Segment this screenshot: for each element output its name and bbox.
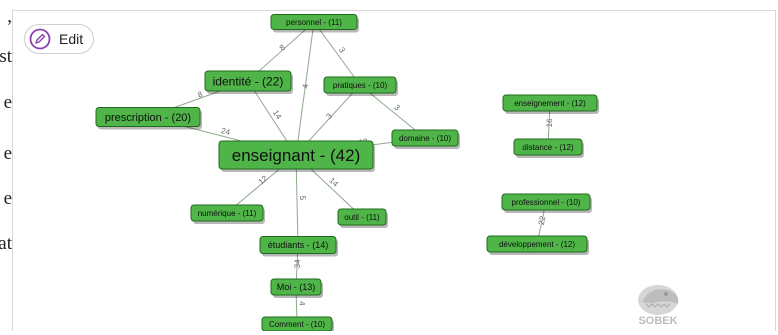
graph-frame <box>12 10 776 331</box>
node-label: personnel - (11) <box>286 18 342 27</box>
node-etudiants[interactable]: étudiants - (14) <box>259 236 338 257</box>
node-enseignant[interactable]: enseignant - (42) <box>218 140 375 172</box>
node-domaine[interactable]: domaine - (10) <box>391 129 460 149</box>
fragment: e <box>3 188 12 209</box>
edge-weight-label: 22 <box>537 215 548 226</box>
edge-line <box>295 21 315 156</box>
node-box <box>502 94 598 112</box>
left-text-fragments: , st e e e at <box>0 0 12 331</box>
node-box <box>190 204 264 222</box>
node-box <box>323 76 397 94</box>
fragment: , <box>7 6 12 27</box>
edge-line <box>313 21 361 86</box>
node-developpement[interactable]: développement - (12) <box>486 235 589 255</box>
edit-button[interactable]: Edit <box>24 24 94 54</box>
edge-weight-label: 5 <box>298 196 307 201</box>
node-moi[interactable]: Moi - (13) <box>270 278 323 298</box>
node-prescription[interactable]: prescription - (20) <box>95 107 202 130</box>
node-pratiques[interactable]: pratiques - (10) <box>323 76 398 96</box>
edges-layer: 834814332412121453441622 <box>147 21 554 325</box>
fragment: e <box>3 143 12 164</box>
edge-personnel-enseignant: 4 <box>295 21 315 156</box>
node-label: pratiques - (10) <box>333 81 388 90</box>
node-box <box>270 14 358 30</box>
fragment: e <box>3 92 12 113</box>
edge-personnel-pratiques: 3 <box>313 21 361 86</box>
node-label: domaine - (10) <box>399 134 451 143</box>
edge-enseignant-etudiants: 5 <box>295 154 307 246</box>
node-box <box>513 138 583 156</box>
edge-weight-label: 24 <box>220 126 231 137</box>
node-label: distance - (12) <box>522 143 573 152</box>
node-enseignement[interactable]: enseignement - (12) <box>502 94 599 114</box>
node-label: enseignement - (12) <box>514 99 586 108</box>
fragment: st <box>0 46 12 67</box>
edit-button-label: Edit <box>59 31 84 47</box>
node-box <box>486 235 588 253</box>
node-distance[interactable]: distance - (12) <box>513 138 584 158</box>
node-label: prescription - (20) <box>105 112 191 124</box>
node-label: Comment - (10) <box>269 320 325 329</box>
node-professionnel[interactable]: professionnel - (10) <box>501 193 592 213</box>
edge-weight-label: 3 <box>324 111 334 121</box>
pencil-circle-icon <box>29 28 51 50</box>
node-outil[interactable]: outil - (11) <box>337 208 388 228</box>
nodes-layer: personnel - (11) identité - (22) pratiques… <box>95 14 599 331</box>
node-numerique[interactable]: numérique - (11) <box>190 204 265 224</box>
node-label: Moi - (13) <box>277 282 316 292</box>
node-box <box>95 107 201 127</box>
edge-weight-label: 8 <box>197 89 205 99</box>
node-box <box>218 140 374 170</box>
node-box <box>391 129 459 147</box>
edge-weight-label: 3 <box>337 46 347 55</box>
edge-weight-label: 4 <box>297 301 306 306</box>
logo-text: SOBEK <box>638 315 677 327</box>
edge-weight-label: 3 <box>393 103 403 113</box>
node-identite[interactable]: identité - (22) <box>204 70 293 94</box>
fragment: at <box>0 233 12 254</box>
node-label: étudiants - (14) <box>268 240 329 250</box>
node-personnel[interactable]: personnel - (11) <box>270 14 359 33</box>
node-box <box>204 70 292 92</box>
node-label: identité - (22) <box>213 74 284 88</box>
edge-weight-label: 12 <box>257 173 270 186</box>
node-label: développement - (12) <box>499 240 575 249</box>
node-box <box>270 278 322 296</box>
node-label: enseignant - (42) <box>232 146 361 165</box>
node-label: professionnel - (10) <box>512 198 581 207</box>
edge-weight-label: 4 <box>301 83 311 89</box>
node-comment[interactable]: Comment - (10) <box>261 316 334 331</box>
node-label: numérique - (11) <box>198 209 257 218</box>
edge-weight-label: 16 <box>545 118 554 128</box>
edge-weight-label: 34 <box>293 259 302 269</box>
node-box <box>261 316 333 331</box>
edge-weight-label: 8 <box>278 42 288 52</box>
node-box <box>501 193 591 211</box>
node-label: outil - (11) <box>344 213 380 222</box>
node-box <box>337 208 387 226</box>
edge-pratiques-domaine: 3 <box>359 84 426 139</box>
edge-line <box>295 154 299 246</box>
crocodile-logo-icon: SOBEK <box>628 278 688 330</box>
node-box <box>259 236 337 254</box>
edge-line <box>359 84 426 139</box>
